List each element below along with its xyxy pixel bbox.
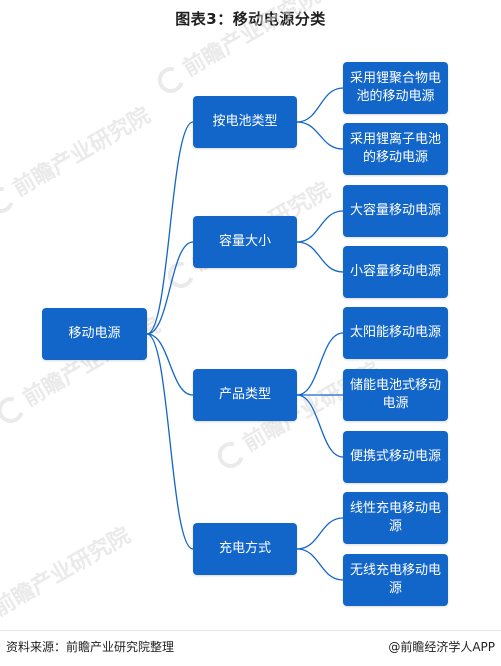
category-label: 按电池类型: [212, 114, 278, 129]
leaf-node: 小容量移动电源: [343, 246, 448, 298]
chart-title: 图表3：移动电源分类: [175, 10, 326, 28]
connector-cat2-leaf2: [296, 241, 344, 273]
connector-cat1-leaf1: [296, 87, 344, 123]
category-label: 充电方式: [218, 541, 271, 556]
leaf-node: 太阳能移动电源: [343, 307, 448, 359]
leaf-node: 采用锂聚合物电池的移动电源: [343, 62, 448, 114]
leaf-label: 无线充电移动电源: [349, 563, 441, 596]
category-node-product-type: 产品类型: [193, 369, 297, 421]
footer-divider: [0, 630, 501, 631]
connector-cat4-leaf1: [296, 517, 344, 550]
category-node-capacity: 容量大小: [193, 216, 297, 268]
leaf-node: 大容量移动电源: [343, 185, 448, 237]
leaf-label: 线性充电移动电源: [349, 501, 441, 534]
leaf-label: 采用锂离子电池的移动电源: [349, 132, 441, 165]
connector-root-cat-1: [146, 121, 194, 335]
connector-cat2-leaf1: [296, 210, 344, 243]
source-note: 资料来源：前瞻产业研究院整理: [6, 640, 175, 654]
leaf-node: 无线充电移动电源: [343, 554, 448, 606]
connector-root-cat-4: [146, 333, 194, 550]
leaf-node: 线性充电移动电源: [343, 492, 448, 544]
leaf-node: 储能电池式移动电源: [343, 369, 448, 421]
leaf-node: 采用锂离子电池的移动电源: [343, 123, 448, 175]
leaf-label: 采用锂聚合物电池的移动电源: [349, 71, 441, 104]
root-node: 移动电源: [42, 308, 147, 360]
root-node-label: 移动电源: [68, 326, 121, 341]
connector-cat3-leaf1: [296, 332, 344, 396]
category-label: 产品类型: [218, 387, 271, 402]
connector-cat1-leaf2: [296, 121, 344, 150]
brand-credit: @前瞻经济学人APP: [388, 640, 495, 654]
leaf-label: 大容量移动电源: [349, 203, 441, 218]
leaf-node: 便携式移动电源: [343, 431, 448, 483]
category-label: 容量大小: [218, 234, 271, 249]
category-node-battery-type: 按电池类型: [193, 96, 297, 148]
leaf-label: 小容量移动电源: [349, 264, 441, 279]
leaf-label: 太阳能移动电源: [349, 325, 441, 340]
connector-root-cat-2: [146, 241, 194, 335]
connector-cat4-leaf2: [296, 548, 344, 581]
leaf-label: 便携式移动电源: [349, 449, 441, 464]
leaf-label: 储能电池式移动电源: [349, 378, 441, 411]
category-node-charging-method: 充电方式: [193, 523, 297, 575]
connector-cat3-leaf3: [296, 394, 344, 458]
connector-root-cat-3: [146, 333, 194, 396]
